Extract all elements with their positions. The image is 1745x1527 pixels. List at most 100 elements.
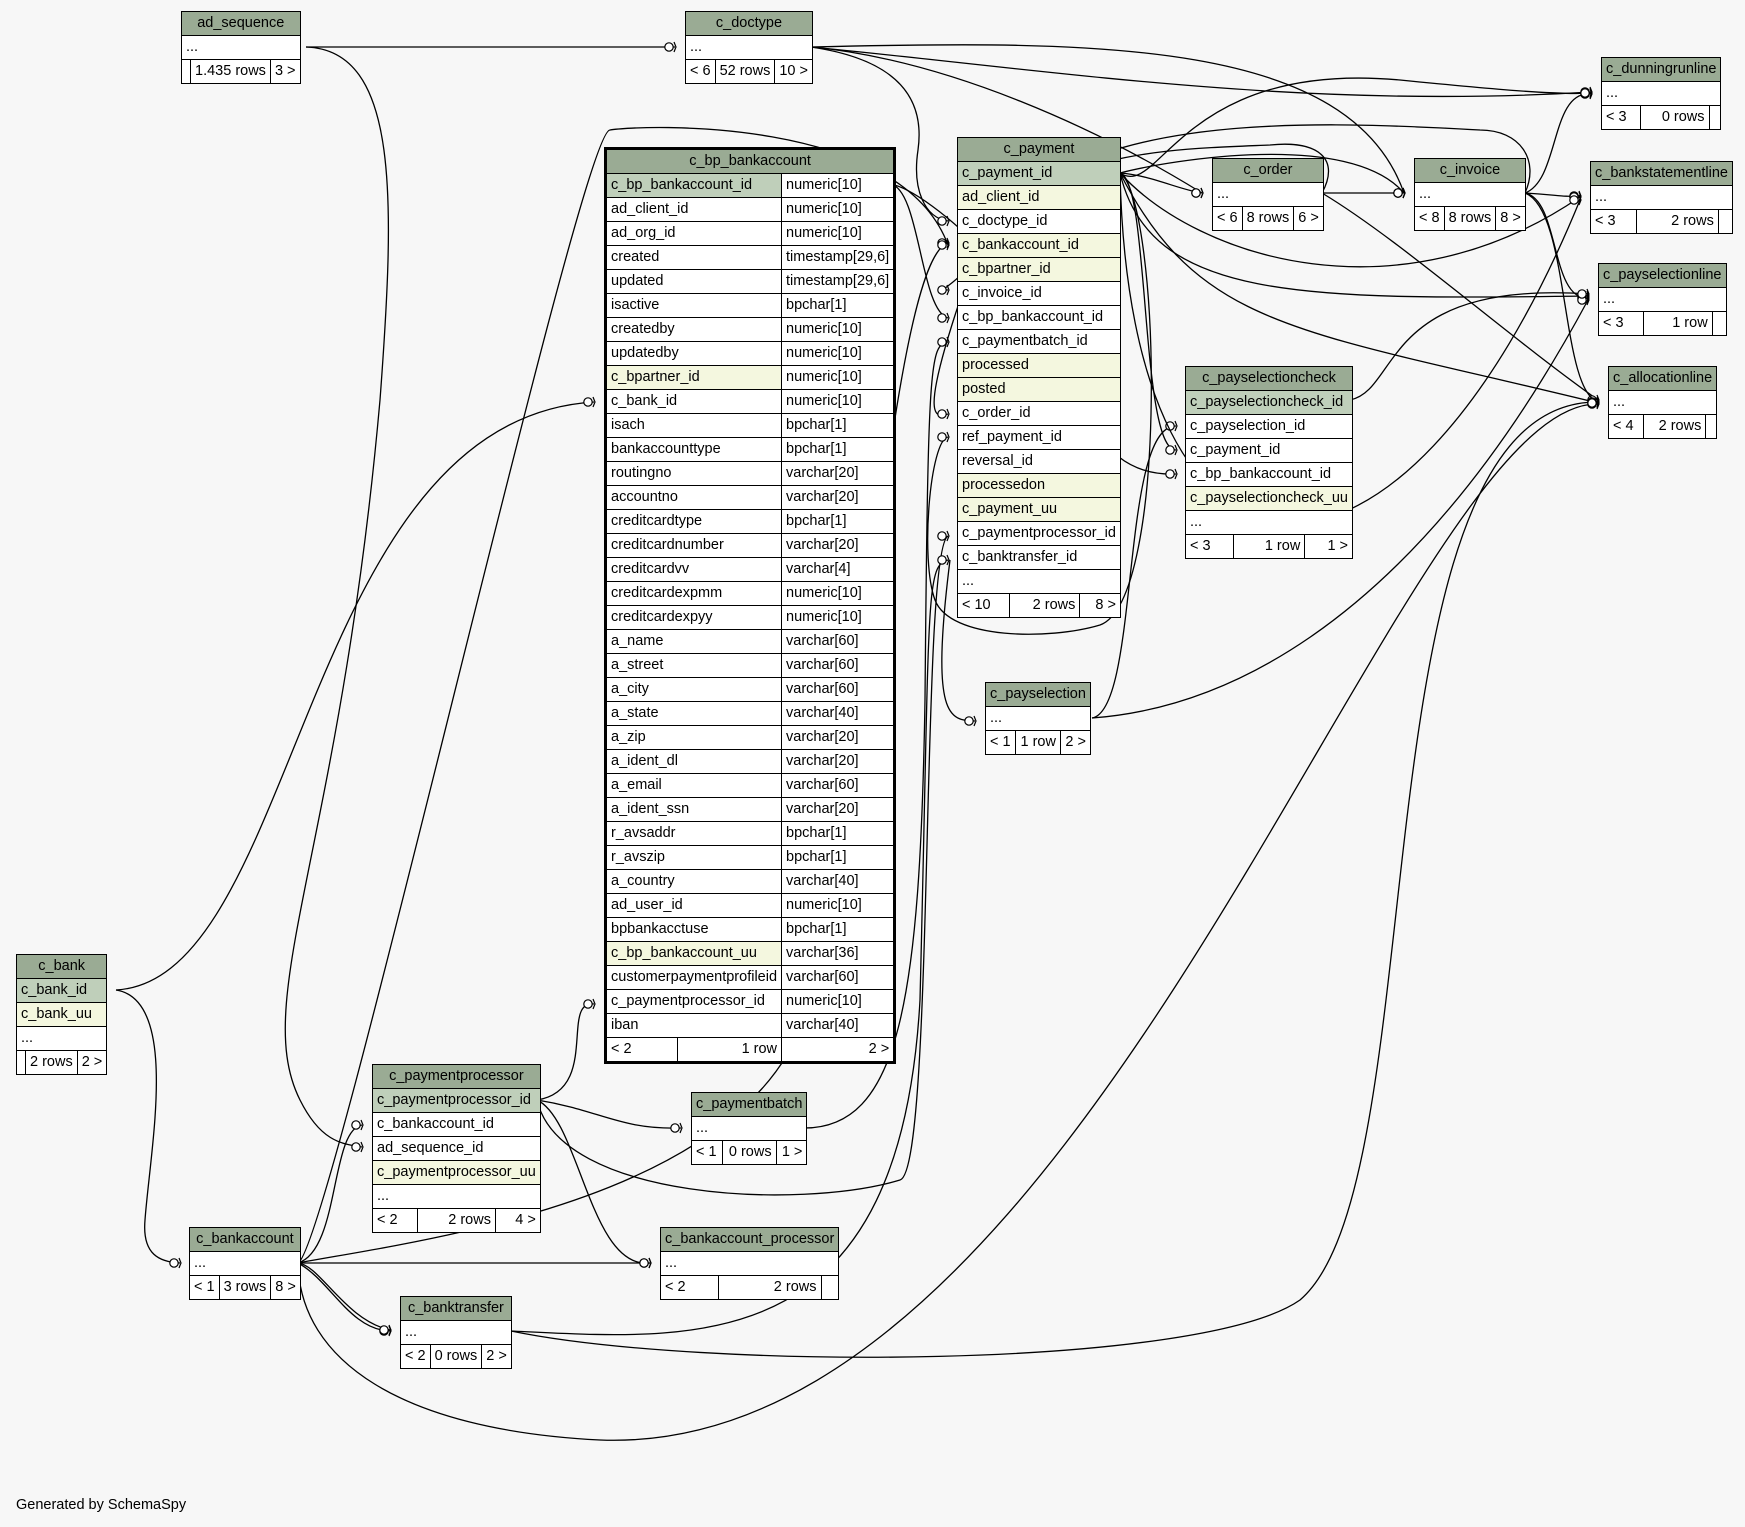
table-title[interactable]: c_payselectionline	[1598, 263, 1727, 288]
children-link[interactable]: 1 >	[775, 1140, 808, 1165]
column-name[interactable]: reversal_id	[957, 449, 1121, 474]
children-link[interactable]	[1711, 311, 1727, 336]
column-name[interactable]: ad_client_id	[604, 197, 783, 222]
parents-link[interactable]: < 2	[400, 1344, 431, 1369]
children-link[interactable]: 2 >	[1059, 730, 1091, 755]
column-name[interactable]: c_bpartner_id	[957, 257, 1121, 282]
column-name[interactable]: c_bpartner_id	[604, 365, 783, 390]
parents-link[interactable]: < 2	[372, 1208, 418, 1233]
table-title[interactable]: c_paymentbatch	[690, 1092, 808, 1117]
column-name[interactable]: c_payment_uu	[957, 497, 1121, 522]
children-link[interactable]: 6 >	[1293, 206, 1324, 231]
column-name[interactable]: ...	[1607, 390, 1718, 415]
column-name[interactable]: ...	[15, 1026, 108, 1051]
column-name[interactable]: routingno	[604, 461, 783, 486]
parents-link[interactable]: < 1	[691, 1140, 723, 1165]
table-title[interactable]: c_payselectioncheck	[1185, 366, 1353, 391]
column-name[interactable]: a_ident_ssn	[604, 797, 783, 822]
column-name[interactable]: a_email	[604, 773, 783, 798]
parents-link[interactable]	[16, 1050, 26, 1075]
table-title[interactable]: c_payselection	[985, 682, 1091, 707]
column-name[interactable]: c_bp_bankaccount_id	[957, 305, 1121, 330]
column-name[interactable]: bpbankacctuse	[604, 917, 783, 942]
column-name[interactable]: processedon	[957, 473, 1121, 498]
parents-link[interactable]	[181, 59, 191, 84]
column-name[interactable]: a_name	[604, 629, 783, 654]
parents-link[interactable]: < 2	[605, 1037, 678, 1063]
column-name[interactable]: a_ident_dl	[604, 749, 783, 774]
column-name[interactable]: updated	[604, 269, 783, 294]
children-link[interactable]: 1 >	[1304, 534, 1353, 559]
column-name[interactable]: c_order_id	[957, 401, 1121, 426]
column-name[interactable]: created	[604, 245, 783, 270]
column-name[interactable]: a_street	[604, 653, 783, 678]
column-name[interactable]: c_paymentprocessor_id	[957, 521, 1121, 546]
table-title[interactable]: c_bankaccount_processor	[659, 1227, 840, 1252]
column-name[interactable]: posted	[957, 377, 1121, 402]
column-name[interactable]: c_bank_id	[15, 978, 108, 1003]
column-name[interactable]: isactive	[604, 293, 783, 318]
column-name[interactable]: c_paymentbatch_id	[957, 329, 1121, 354]
parents-link[interactable]: < 4	[1607, 414, 1645, 439]
parents-link[interactable]: < 3	[1185, 534, 1234, 559]
table-title[interactable]: ad_sequence	[181, 11, 301, 36]
children-link[interactable]: 2 >	[781, 1037, 896, 1063]
column-name[interactable]: c_banktransfer_id	[957, 545, 1121, 570]
children-link[interactable]	[1705, 414, 1718, 439]
column-name[interactable]: c_bank_uu	[15, 1002, 108, 1027]
column-name[interactable]: c_payselection_id	[1185, 414, 1353, 439]
table-title[interactable]: c_doctype	[685, 11, 813, 36]
column-name[interactable]: processed	[957, 353, 1121, 378]
column-name[interactable]: r_avszip	[604, 845, 783, 870]
column-name[interactable]: ref_payment_id	[957, 425, 1121, 450]
table-title[interactable]: c_allocationline	[1607, 366, 1718, 391]
column-name[interactable]: isach	[604, 413, 783, 438]
children-link[interactable]: 8 >	[1079, 593, 1121, 618]
column-name[interactable]: ...	[1590, 185, 1733, 210]
column-name[interactable]: a_city	[604, 677, 783, 702]
column-name[interactable]: c_paymentprocessor_id	[372, 1088, 541, 1113]
column-name[interactable]: c_paymentprocessor_uu	[372, 1160, 541, 1185]
column-name[interactable]: creditcardvv	[604, 557, 783, 582]
column-name[interactable]: c_bank_id	[604, 389, 783, 414]
table-title[interactable]: c_banktransfer	[400, 1296, 512, 1321]
parents-link[interactable]: < 6	[1212, 206, 1243, 231]
column-name[interactable]: c_payselectioncheck_uu	[1185, 486, 1353, 511]
column-name[interactable]: ...	[659, 1251, 840, 1276]
column-name[interactable]: ...	[690, 1116, 808, 1141]
table-title[interactable]: c_bankaccount	[189, 1227, 301, 1252]
column-name[interactable]: c_paymentprocessor_id	[604, 989, 783, 1014]
parents-link[interactable]: < 3	[1600, 105, 1642, 130]
parents-link[interactable]: < 6	[685, 59, 716, 84]
column-name[interactable]: c_invoice_id	[957, 281, 1121, 306]
column-name[interactable]: creditcardtype	[604, 509, 783, 534]
column-name[interactable]: ...	[1598, 287, 1727, 312]
column-name[interactable]: ad_org_id	[604, 221, 783, 246]
column-name[interactable]: c_bp_bankaccount_uu	[604, 941, 783, 966]
column-name[interactable]: ...	[957, 569, 1121, 594]
parents-link[interactable]: < 10	[957, 593, 1010, 618]
children-link[interactable]: 8 >	[1495, 206, 1526, 231]
children-link[interactable]: 8 >	[270, 1275, 301, 1300]
column-name[interactable]: c_doctype_id	[957, 209, 1121, 234]
column-name[interactable]: c_bp_bankaccount_id	[1185, 462, 1353, 487]
column-name[interactable]: creditcardnumber	[604, 533, 783, 558]
children-link[interactable]	[820, 1275, 840, 1300]
children-link[interactable]: 2 >	[76, 1050, 108, 1075]
parents-link[interactable]: < 1	[985, 730, 1016, 755]
table-title[interactable]: c_invoice	[1414, 158, 1526, 183]
column-name[interactable]: ad_client_id	[957, 185, 1121, 210]
column-name[interactable]: creditcardexpmm	[604, 581, 783, 606]
column-name[interactable]: c_payselectioncheck_id	[1185, 390, 1353, 415]
